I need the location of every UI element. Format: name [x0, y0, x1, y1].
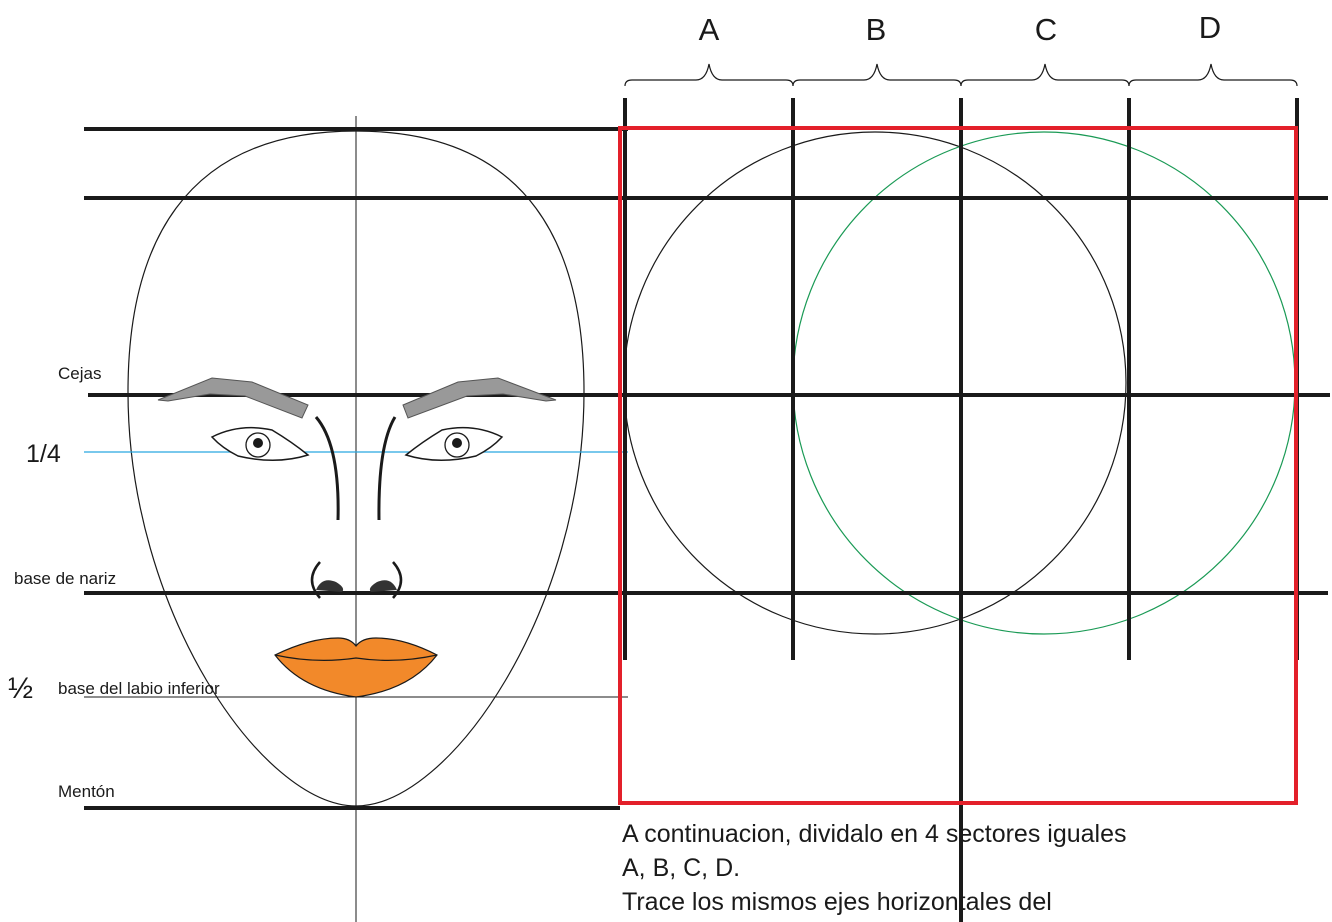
brace-d [1128, 63, 1298, 87]
chin-label: Mentón [58, 782, 115, 801]
nose-base-label: base de nariz [14, 569, 116, 588]
sector-dividers [623, 98, 1299, 922]
left-eye [210, 426, 310, 461]
left-nostril [316, 580, 344, 592]
instruction-line-3: Trace los mismos ejes horizontales del [622, 888, 1052, 916]
left-eyebrow [157, 377, 309, 419]
left-pupil [253, 438, 263, 448]
eyebrows-label: Cejas [58, 364, 101, 383]
right-nostril [369, 580, 397, 592]
lips [274, 637, 438, 698]
sector-braces [624, 63, 1298, 87]
brace-c [960, 63, 1130, 87]
instruction-line-1: A continuacion, dividalo en 4 sectores i… [622, 820, 1127, 848]
nose [310, 416, 403, 599]
half-mark: ½ [8, 672, 33, 705]
head-circle [623, 131, 1127, 635]
horizontal-guides [84, 127, 1330, 810]
right-eye [404, 426, 504, 461]
sector-label-c: C [1035, 12, 1057, 47]
sector-label-b: B [866, 12, 887, 47]
brace-a [624, 63, 794, 87]
second-circle [792, 131, 1296, 635]
red-frame [618, 126, 1298, 805]
brace-b [792, 63, 962, 87]
right-eyebrow [402, 377, 557, 419]
instruction-line-2: A, B, C, D. [622, 854, 740, 882]
sector-label-d: D [1199, 10, 1221, 45]
sector-label-a: A [699, 12, 720, 47]
quarter-mark: 1/4 [26, 440, 61, 468]
lip-base-label: base del labio inferior [58, 679, 220, 698]
right-pupil [452, 438, 462, 448]
